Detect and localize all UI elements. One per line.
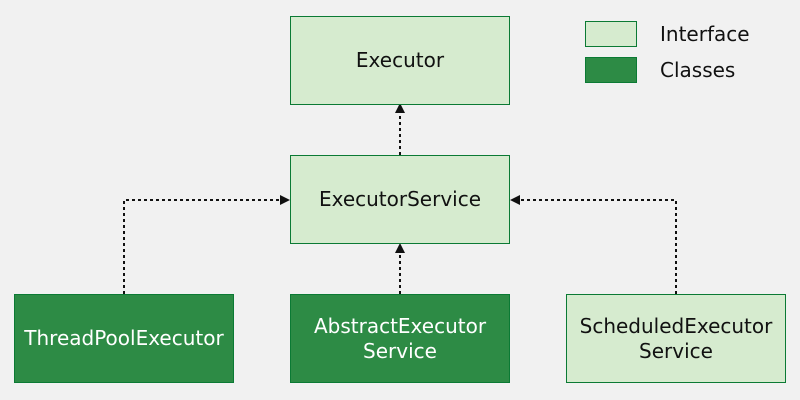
thread-pool-executor-label: ThreadPoolExecutor <box>24 326 224 350</box>
arrow-scheduledexecutorservice-to-executorservice <box>510 195 677 294</box>
executor-service-node: ExecutorService <box>290 155 510 244</box>
legend-interface-label: Interface <box>660 22 750 46</box>
legend-interface-swatch <box>585 21 637 47</box>
executor-service-label: ExecutorService <box>318 187 482 211</box>
scheduled-executor-service-node: ScheduledExecutor Service <box>566 294 786 383</box>
abstract-executor-service-label: AbstractExecutor Service <box>313 313 487 363</box>
thread-pool-executor-node: ThreadPoolExecutor <box>14 294 234 383</box>
abstract-executor-service-node: AbstractExecutor Service <box>290 294 510 383</box>
arrow-threadpoolexecutor-to-executorservice <box>123 195 290 294</box>
executor-node: Executor <box>290 16 510 105</box>
legend-class-swatch <box>585 57 637 83</box>
legend-class-label: Classes <box>660 58 736 82</box>
executor-label: Executor <box>355 48 445 72</box>
scheduled-executor-service-label: ScheduledExecutor Service <box>579 313 773 363</box>
